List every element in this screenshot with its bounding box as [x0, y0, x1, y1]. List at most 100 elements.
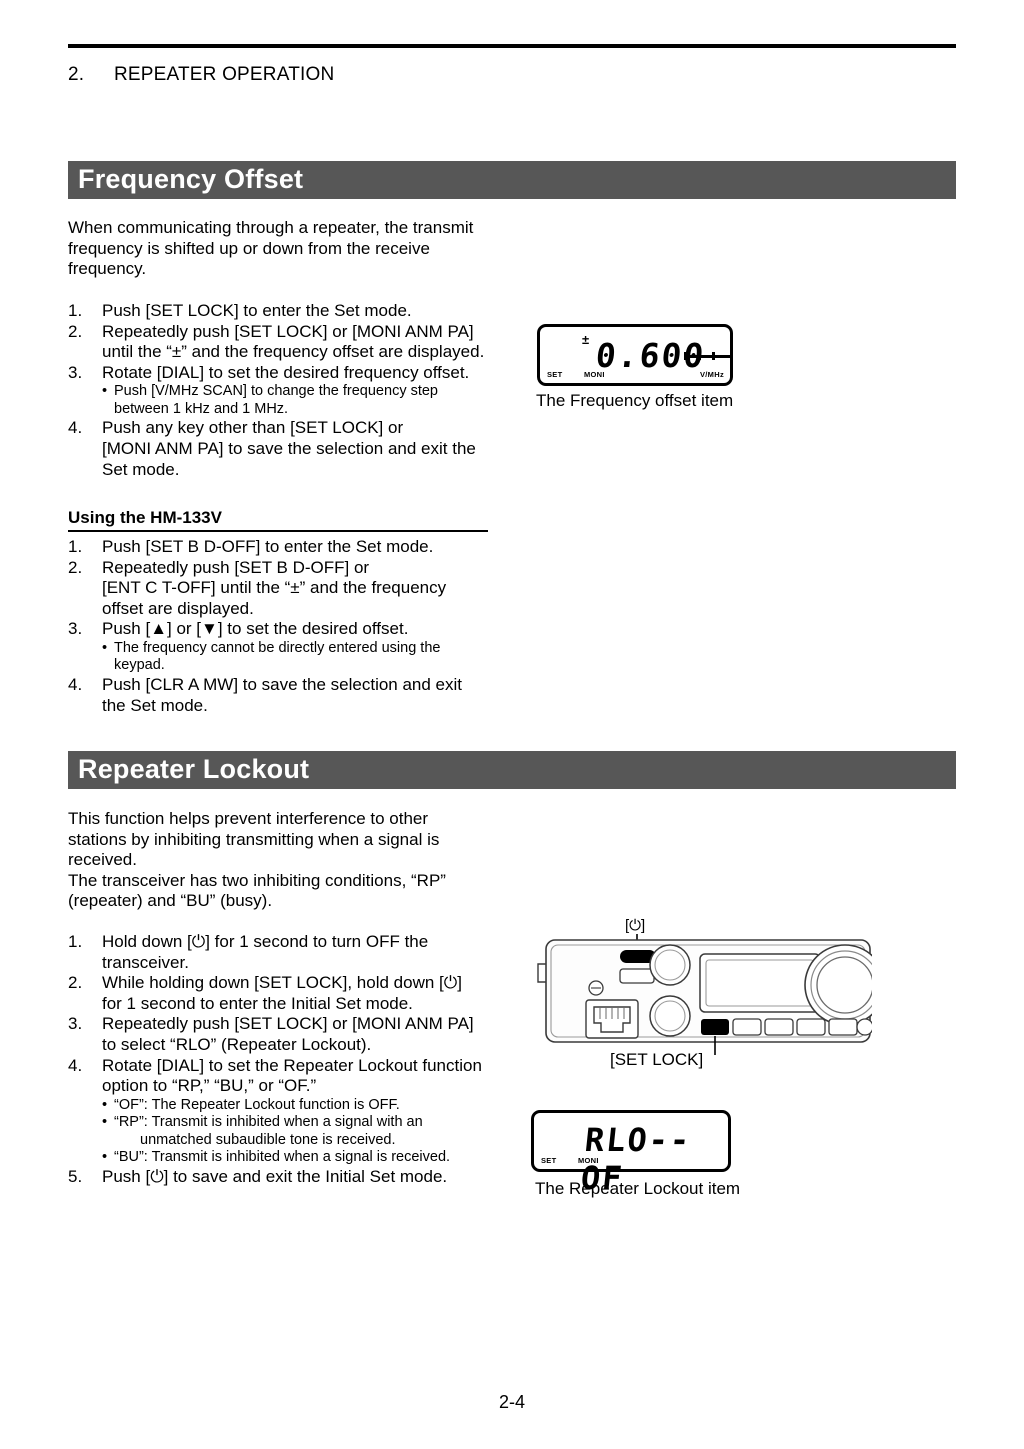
- list-item: 1. Push [SET LOCK] to enter the Set mode…: [68, 301, 508, 322]
- intro-line: This function helps prevent interference…: [68, 809, 429, 828]
- power-button-label: [⏻]: [625, 917, 645, 934]
- list-item: 1. Push [SET B D-OFF] to enter the Set m…: [68, 537, 508, 558]
- list-item: 2. Repeatedly push [SET B D-OFF] or [ENT…: [68, 558, 508, 620]
- page-number: 2-4: [498, 1392, 525, 1412]
- intro-line: (repeater) and “BU” (busy).: [68, 891, 273, 910]
- front-button-4[interactable]: [796, 1018, 826, 1036]
- sub-line: unmatched subaudible tone is received.: [140, 1131, 396, 1148]
- sub-bullet: • The frequency cannot be directly enter…: [68, 640, 508, 675]
- sub-line: “OF”: The Repeater Lockout function is O…: [114, 1096, 400, 1113]
- list-line: for 1 second to enter the Initial Set mo…: [102, 993, 413, 1013]
- mic-jack-icon: [593, 1006, 631, 1033]
- sub-line: between 1 kHz and 1 MHz.: [114, 400, 289, 417]
- list-marker: 3.: [68, 1014, 83, 1034]
- list-item: 4. Push any key other than [SET LOCK] or…: [68, 418, 508, 480]
- list-line: Push [CLR A MW] to save the selection an…: [102, 674, 463, 694]
- sub-line: keypad.: [114, 657, 165, 674]
- front-small-knob[interactable]: [856, 1018, 874, 1036]
- list-marker: 4.: [68, 674, 83, 694]
- sub-bullet: • Push [V/MHz SCAN] to change the freque…: [68, 383, 508, 418]
- list-marker: 4.: [68, 418, 83, 438]
- frequency-offset-intro: When communicating through a repeater, t…: [68, 218, 498, 280]
- running-head-title: REPEATER OPERATION: [114, 64, 335, 85]
- transceiver-lcd-inner: [705, 959, 815, 1007]
- intro-line: When communicating through a repeater, t…: [68, 218, 474, 237]
- list-line: to select “RLO” (Repeater Lockout).: [102, 1034, 372, 1054]
- lcd-indicator-set: SET: [547, 370, 563, 379]
- lcd-indicator-set: SET: [541, 1156, 557, 1165]
- set-lock-button[interactable]: [701, 1019, 729, 1035]
- sub-line: Push [V/MHz SCAN] to change the frequenc…: [114, 383, 438, 400]
- list-line: Push [SET LOCK] to enter the Set mode.: [102, 301, 412, 320]
- list-line: until the “±” and the frequency offset a…: [102, 342, 485, 362]
- lcd-indicator-moni: MONI: [584, 370, 605, 379]
- bullet-dot: •: [102, 383, 108, 400]
- front-button-5[interactable]: [828, 1018, 858, 1036]
- power-button[interactable]: [620, 950, 656, 963]
- list-marker: 3.: [68, 362, 83, 382]
- sub-line: “RP”: Transmit is inhibited when a signa…: [114, 1114, 423, 1131]
- list-line: Repeatedly push [SET LOCK] or [MONI ANM …: [102, 1014, 474, 1034]
- lcd-indicator-moni: MONI: [578, 1156, 599, 1165]
- set-lock-callout-label: [SET LOCK]: [610, 1050, 704, 1069]
- list-line: While holding down [SET LOCK], hold down…: [102, 973, 462, 993]
- list-line: Rotate [DIAL] to set the Repeater Lockou…: [102, 1055, 482, 1075]
- list-item: 3. Push [▲] or [▼] to set the desired of…: [68, 619, 508, 640]
- intro-line: frequency is shifted up or down from the…: [68, 238, 430, 258]
- sub-line: The frequency cannot be directly entered…: [114, 639, 441, 656]
- front-button-3[interactable]: [764, 1018, 794, 1036]
- list-marker: 5.: [68, 1166, 83, 1186]
- sub-bullet: • “BU”: Transmit is inhibited when a sig…: [68, 1149, 518, 1167]
- squelch-knob[interactable]: [649, 995, 691, 1037]
- volume-knob[interactable]: [649, 944, 691, 986]
- list-item: 4. Push [CLR A MW] to save the selection…: [68, 675, 508, 716]
- running-head-number: 2.: [68, 64, 85, 85]
- list-item: 3. Rotate [DIAL] to set the desired freq…: [68, 363, 508, 384]
- list-marker: 3.: [68, 619, 83, 639]
- repeater-lockout-lcd-figure: RLO--OF SET MONI: [531, 1110, 731, 1197]
- hm133v-subheading-text: Using the HM-133V: [68, 508, 222, 527]
- list-line: offset are displayed.: [102, 598, 254, 618]
- transceiver-figure: [⏻]: [532, 912, 886, 1077]
- list-marker: 1.: [68, 301, 83, 320]
- intro-line: The transceiver has two inhibiting condi…: [68, 870, 446, 890]
- list-line: Push [⏻] to save and exit the Initial Se…: [102, 1166, 448, 1186]
- chassis-side-ridge: [537, 963, 546, 983]
- list-marker: 4.: [68, 1055, 83, 1075]
- section-header-repeater-lockout: Repeater Lockout: [68, 751, 956, 789]
- frequency-offset-steps: 1. Push [SET LOCK] to enter the Set mode…: [68, 301, 508, 480]
- hm133v-subheading: Using the HM-133V: [68, 508, 488, 532]
- sub-bullet: • “RP”: Transmit is inhibited when a sig…: [68, 1114, 518, 1149]
- list-line: the Set mode.: [102, 695, 208, 715]
- list-line: option to “RP,” “BU,” or “OF.”: [102, 1076, 317, 1096]
- bullet-dot: •: [102, 1149, 108, 1166]
- hm133v-subheading-rule: [68, 530, 488, 532]
- intro-line: stations by inhibiting transmitting when…: [68, 829, 440, 849]
- repeater-lockout-intro: This function helps prevent interference…: [68, 809, 538, 912]
- repeater-lockout-figure-caption: The Repeater Lockout item: [535, 1179, 741, 1198]
- bullet-dot: •: [102, 1114, 108, 1131]
- list-line: Push [SET B D-OFF] to enter the Set mode…: [102, 537, 434, 556]
- list-line: [ENT C T-OFF] until the “±” and the freq…: [102, 578, 447, 598]
- section-header-frequency-offset: Frequency Offset: [68, 161, 956, 199]
- signal-meter-icon: [684, 351, 730, 361]
- list-item: 1. Hold down [⏻] for 1 second to turn OF…: [68, 932, 518, 973]
- intro-line: received.: [68, 850, 137, 869]
- list-line: Repeatedly push [SET LOCK] or [MONI ANM …: [102, 321, 474, 341]
- list-marker: 2.: [68, 973, 83, 993]
- lcd-indicator-vmhz: V/MHz: [700, 370, 724, 379]
- list-marker: 2.: [68, 557, 83, 577]
- secondary-button[interactable]: [619, 968, 655, 984]
- list-line: Repeatedly push [SET B D-OFF] or: [102, 557, 370, 577]
- list-line: Push any key other than [SET LOCK] or: [102, 418, 404, 438]
- list-line: transceiver.: [102, 952, 189, 972]
- list-line: Push [▲] or [▼] to set the desired offse…: [102, 619, 409, 639]
- hm133v-steps: 1. Push [SET B D-OFF] to enter the Set m…: [68, 537, 508, 716]
- repeater-lockout-steps: 1. Hold down [⏻] for 1 second to turn OF…: [68, 932, 518, 1187]
- front-button-2[interactable]: [732, 1018, 762, 1036]
- intro-line: frequency.: [68, 259, 147, 278]
- frequency-offset-figure-caption: The Frequency offset item: [536, 391, 734, 410]
- list-marker: 1.: [68, 932, 83, 951]
- plus-minus-indicator: ±: [582, 332, 590, 347]
